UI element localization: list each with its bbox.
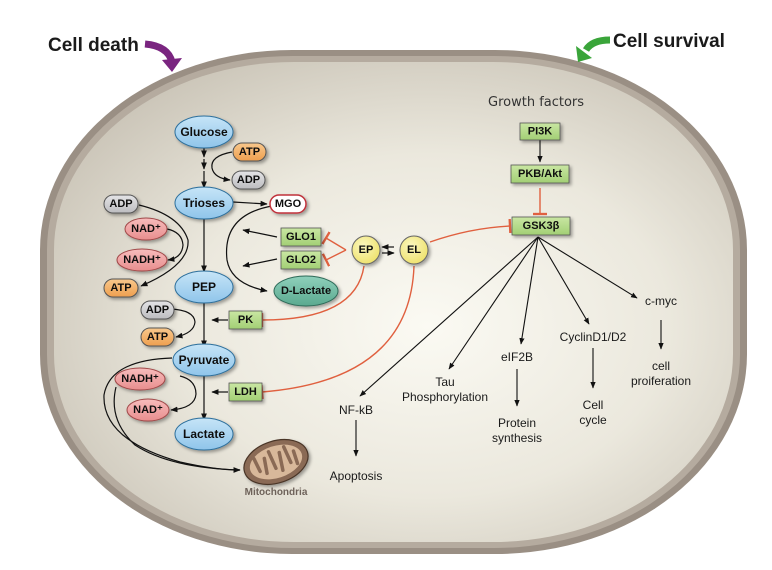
node-nadh-1[interactable]: NADH⁺ bbox=[116, 248, 168, 272]
svg-text:ADP: ADP bbox=[109, 198, 132, 210]
node-atp-pep[interactable]: ATP bbox=[140, 327, 175, 347]
cell-cycle-line1: Cell bbox=[583, 398, 604, 412]
svg-text:Glucose: Glucose bbox=[180, 125, 228, 139]
svg-text:PI3K: PI3K bbox=[528, 126, 553, 138]
node-mgo[interactable]: MGO bbox=[269, 194, 307, 214]
svg-text:GLO2: GLO2 bbox=[286, 254, 316, 266]
apoptosis-label: Apoptosis bbox=[330, 469, 383, 483]
svg-text:GSK3β: GSK3β bbox=[523, 220, 560, 232]
node-pyruvate[interactable]: Pyruvate bbox=[172, 343, 236, 377]
svg-text:NADH⁺: NADH⁺ bbox=[123, 254, 161, 266]
cell-survival-arrow-icon bbox=[582, 36, 611, 53]
svg-text:NAD⁺: NAD⁺ bbox=[133, 404, 163, 416]
svg-text:ADP: ADP bbox=[146, 304, 169, 316]
cell-survival-arrowhead-icon bbox=[576, 46, 592, 62]
tau-label-line2: Phosphorylation bbox=[402, 390, 488, 404]
cell-death-arrowhead-icon bbox=[162, 58, 182, 72]
ep-inhibits-glo1 bbox=[321, 231, 347, 251]
node-nadh-2[interactable]: NADH⁺ bbox=[114, 367, 166, 391]
svg-text:PEP: PEP bbox=[192, 280, 216, 294]
svg-text:NAD⁺: NAD⁺ bbox=[131, 223, 161, 235]
node-nad-plus-2[interactable]: NAD⁺ bbox=[126, 398, 170, 422]
cell-death-label: Cell death bbox=[48, 35, 139, 56]
protein-synthesis-line1: Protein bbox=[498, 416, 536, 430]
node-d-lactate[interactable]: D-Lactate bbox=[273, 275, 339, 307]
node-glo1[interactable]: GLO1 bbox=[280, 227, 322, 247]
growth-factors-label: Growth factors bbox=[488, 95, 584, 110]
eif2b-label: eIF2B bbox=[501, 350, 533, 364]
svg-text:EP: EP bbox=[359, 244, 374, 256]
cell-cycle-line2: cycle bbox=[579, 413, 607, 427]
node-lactate[interactable]: Lactate bbox=[174, 417, 234, 451]
node-ldh[interactable]: LDH bbox=[228, 382, 263, 402]
svg-text:ADP: ADP bbox=[237, 174, 260, 186]
node-el[interactable]: EL bbox=[399, 235, 429, 265]
node-glucose[interactable]: Glucose bbox=[174, 115, 234, 149]
cmyc-label: c-myc bbox=[645, 294, 677, 308]
el-inhibits-ldh bbox=[260, 265, 415, 400]
svg-text:EL: EL bbox=[407, 244, 421, 256]
svg-text:Pyruvate: Pyruvate bbox=[179, 353, 230, 367]
svg-text:ATP: ATP bbox=[110, 282, 131, 294]
node-ep[interactable]: EP bbox=[351, 235, 381, 265]
nfkb-label: NF-kB bbox=[339, 403, 373, 417]
node-atp-left[interactable]: ATP bbox=[103, 278, 139, 298]
cell-proliferation-line1: cell bbox=[652, 359, 670, 373]
signaling-arrows bbox=[353, 140, 664, 457]
node-pep[interactable]: PEP bbox=[174, 270, 234, 304]
ep-inhibits-glo2 bbox=[321, 249, 347, 267]
mitochondria-label: Mitochondria bbox=[245, 487, 308, 498]
svg-text:PKB/Akt: PKB/Akt bbox=[518, 168, 562, 180]
target-labels: NF-kB Apoptosis Tau Phosphorylation eIF2… bbox=[330, 294, 691, 483]
cell-proliferation-line2: proiferation bbox=[631, 374, 691, 388]
mitochondria-icon bbox=[243, 438, 309, 486]
svg-text:NADH⁺: NADH⁺ bbox=[121, 373, 159, 385]
svg-text:D-Lactate: D-Lactate bbox=[281, 285, 331, 297]
svg-text:MGO: MGO bbox=[275, 198, 302, 210]
cell-survival-label-group: Cell survival bbox=[576, 31, 725, 62]
svg-text:ATP: ATP bbox=[147, 331, 168, 343]
node-adp-top[interactable]: ADP bbox=[231, 170, 266, 190]
ep-inhibits-pk bbox=[260, 265, 365, 328]
cyclin-label: CyclinD1/D2 bbox=[560, 330, 627, 344]
svg-text:ATP: ATP bbox=[239, 146, 260, 158]
node-adp-left[interactable]: ADP bbox=[103, 194, 139, 214]
glycolysis-arrows bbox=[103, 147, 395, 473]
node-pk[interactable]: PK bbox=[228, 310, 263, 330]
tau-label-line1: Tau bbox=[435, 375, 454, 389]
protein-synthesis-line2: synthesis bbox=[492, 431, 542, 445]
node-gsk3b[interactable]: GSK3β bbox=[511, 216, 571, 236]
svg-text:PK: PK bbox=[238, 314, 253, 326]
node-nad-plus-1[interactable]: NAD⁺ bbox=[124, 217, 168, 241]
inhibition-lines bbox=[260, 188, 547, 400]
el-inhibits-gsk3b bbox=[429, 218, 512, 243]
node-pkb-akt[interactable]: PKB/Akt bbox=[510, 164, 570, 184]
cell-survival-label: Cell survival bbox=[613, 31, 725, 52]
svg-text:Lactate: Lactate bbox=[183, 427, 225, 441]
svg-text:GLO1: GLO1 bbox=[286, 231, 316, 243]
node-glo2[interactable]: GLO2 bbox=[280, 250, 322, 270]
svg-text:LDH: LDH bbox=[234, 386, 257, 398]
cell-death-arrow-icon bbox=[144, 40, 176, 64]
svg-text:Trioses: Trioses bbox=[183, 196, 225, 210]
node-atp-top[interactable]: ATP bbox=[232, 142, 267, 162]
cell-death-label-group: Cell death bbox=[48, 35, 182, 72]
node-trioses[interactable]: Trioses bbox=[174, 186, 234, 220]
node-adp-pep[interactable]: ADP bbox=[140, 300, 175, 320]
node-pi3k[interactable]: PI3K bbox=[519, 122, 561, 141]
